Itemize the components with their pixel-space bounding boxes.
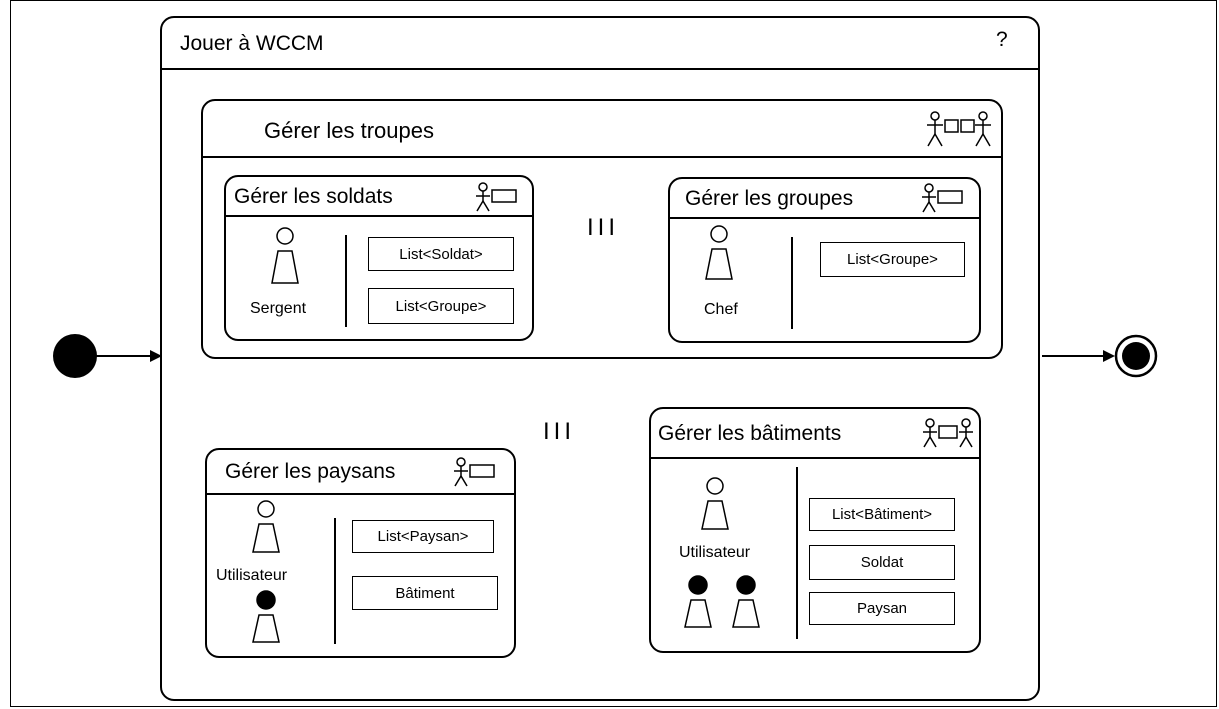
batiments-item-soldat: Soldat — [809, 545, 955, 580]
batiments-item-list-batiment: List<Bâtiment> — [809, 498, 955, 531]
paysans-separator — [334, 518, 336, 644]
paysans-state-title: Gérer les paysans — [225, 460, 396, 483]
initial-arrowhead — [150, 350, 162, 362]
groupes-item-list-groupe: List<Groupe> — [820, 242, 965, 277]
actor-icon — [271, 227, 299, 284]
groupes-state: Gérer les groupes Chef List<Groupe> — [668, 177, 981, 343]
actor-screen-actor-icon — [923, 418, 973, 448]
system-actor-icon — [732, 575, 760, 628]
paysans-item-batiment: Bâtiment — [352, 576, 498, 610]
actor-screen-icon — [922, 183, 963, 213]
soldats-state: Gérer les soldats Sergent List<Soldat> L… — [224, 175, 534, 341]
batiments-item-paysan: Paysan — [809, 592, 955, 625]
actor-screen-icon — [476, 182, 517, 212]
paysans-state-header — [207, 450, 514, 495]
soldats-separator — [345, 235, 347, 327]
actors-communication-icon — [927, 111, 991, 147]
soldats-item-list-soldat: List<Soldat> — [368, 237, 514, 271]
final-arrowhead — [1103, 350, 1115, 362]
main-state-title: Jouer à WCCM — [180, 32, 324, 55]
parallel-marker-bottom: III — [543, 418, 576, 445]
actor-icon — [701, 477, 729, 530]
system-actor-icon — [684, 575, 712, 628]
groupes-state-header — [670, 179, 979, 219]
actor-icon — [252, 500, 280, 553]
soldats-state-title: Gérer les soldats — [234, 185, 393, 208]
batiments-state: Gérer les bâtiments Utilisateur List<Bât… — [649, 407, 981, 653]
soldats-actor-label: Sergent — [250, 300, 307, 317]
groupes-actor-label: Chef — [704, 301, 738, 318]
groupes-state-title: Gérer les groupes — [685, 187, 854, 210]
batiments-separator — [796, 467, 798, 639]
main-state-header — [162, 18, 1038, 70]
actor-icon — [705, 225, 733, 280]
paysans-actor-label: Utilisateur — [216, 567, 288, 584]
batiments-actor-label: Utilisateur — [679, 544, 751, 561]
initial-state — [53, 334, 97, 378]
final-state-inner — [1122, 342, 1150, 370]
help-label: ? — [996, 28, 1008, 51]
diagram-frame — [10, 0, 1217, 707]
troupes-state-title: Gérer les troupes — [264, 118, 434, 143]
paysans-item-list-paysan: List<Paysan> — [352, 520, 494, 553]
troupes-state-header — [203, 101, 1001, 158]
soldats-state-header — [226, 177, 532, 217]
system-actor-icon — [252, 590, 280, 643]
paysans-state: Gérer les paysans Utilisateur List<Paysa… — [205, 448, 516, 658]
actor-screen-icon — [454, 457, 495, 487]
batiments-state-title: Gérer les bâtiments — [658, 422, 842, 445]
soldats-item-list-groupe: List<Groupe> — [368, 288, 514, 324]
batiments-state-header — [651, 409, 979, 459]
parallel-marker-top: III — [587, 214, 620, 241]
groupes-separator — [791, 237, 793, 329]
